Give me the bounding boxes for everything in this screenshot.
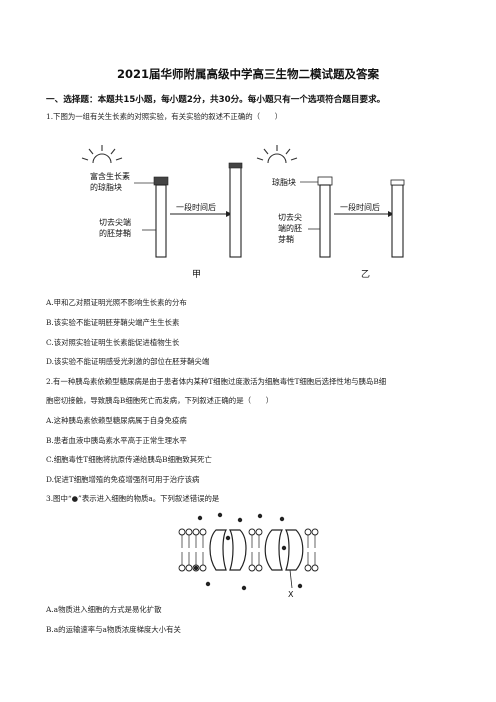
phospholipid-bilayer — [178, 528, 319, 572]
q3-option-b: B.a的运输速率与a物质浓度梯度大小有关 — [46, 625, 181, 634]
carrier-protein-2-left — [264, 529, 283, 571]
sun-icon-left — [81, 145, 123, 164]
arrow-label-left: 一段时间后 — [176, 202, 216, 212]
arrow-label-right: 一段时间后 — [340, 202, 380, 212]
right-cut-1: 切去尖 — [278, 212, 302, 222]
q2-stem-line-2: 胞密切接触，导致胰岛B细胞死亡而发病，下列叙述正确的是（ ） — [46, 396, 274, 405]
q1-option-b: B.该实验不能证明胚芽鞘尖端产生生长素 — [46, 318, 180, 327]
q2-option-c: C.细胞毒性T细胞将抗原传递给胰岛B细胞致其死亡 — [46, 455, 212, 464]
coleoptile-left — [155, 184, 167, 258]
q3-stem: 3.图中“●”表示进入细胞的物质a。下列叙述错误的是 — [46, 494, 220, 503]
cut-label-2: 的胚芽鞘 — [99, 228, 131, 238]
q2-option-a: A.这种胰岛素依赖型糖尿病属于自身免疫病 — [46, 416, 187, 425]
carrier-protein-1-left — [209, 529, 227, 571]
left-label-2: 的琼脂块 — [90, 182, 122, 192]
carrier-protein-1-right — [229, 529, 247, 571]
doc-title: 2021届华师附属高级中学高三生物二模试题及答案 — [116, 67, 379, 81]
q2-option-d: D.促进T细胞增殖的免疫增强剂可用于治疗该病 — [46, 475, 200, 484]
agar-block-plain — [317, 176, 333, 186]
q3-option-a: A.a物质进入细胞的方式是易化扩散 — [46, 605, 162, 614]
caption-right: 乙 — [361, 269, 370, 280]
q1-figure: 富含生长素 的琼脂块 切去尖端 的胚芽鞘 一段时间后 甲 琼脂块 切去尖 端的胚… — [81, 145, 405, 280]
right-cut-3: 芽鞘 — [278, 234, 294, 244]
label-x: X — [288, 590, 294, 599]
sun-icon-right — [256, 145, 298, 164]
q1-option-c: C.该对照实验证明生长素能促进植物生长 — [46, 338, 180, 347]
left-label-1: 富含生长素 — [90, 171, 130, 181]
right-label: 琼脂块 — [272, 177, 296, 187]
coleoptile-left-grown — [229, 166, 242, 258]
q1-option-a: A.甲和乙对照证明光照不影响生长素的分布 — [46, 298, 187, 307]
q1-stem: 1.下图为一组有关生长素的对照实验，有关实验的叙述不正确的（ ） — [46, 112, 283, 121]
caption-left: 甲 — [192, 269, 201, 280]
section-heading: 一、选择题：本题共15小题，每小题2分，共30分。每小题只有一个选项符合题目要求… — [46, 95, 386, 105]
q2-stem-line-1: 2.有一种胰岛素依赖型糖尿病是由于患者体内某种T细胞过度激活为细胞毒性T细胞后选… — [46, 377, 387, 386]
cut-label-1: 切去尖端 — [99, 217, 131, 227]
right-cut-2: 端的胚 — [278, 223, 302, 233]
q1-option-d: D.该实验不能证明感受光刺激的部位在胚芽鞘尖端 — [46, 357, 210, 366]
substance-a-dots — [193, 512, 303, 591]
carrier-protein-2-right — [285, 529, 304, 571]
q3-membrane-figure: X — [178, 512, 319, 599]
coleoptile-right — [319, 184, 331, 258]
q2-option-b: B.患者血液中胰岛素水平高于正常生理水平 — [46, 436, 187, 445]
agar-block-rich — [153, 176, 169, 186]
coleoptile-right-after — [391, 184, 404, 258]
